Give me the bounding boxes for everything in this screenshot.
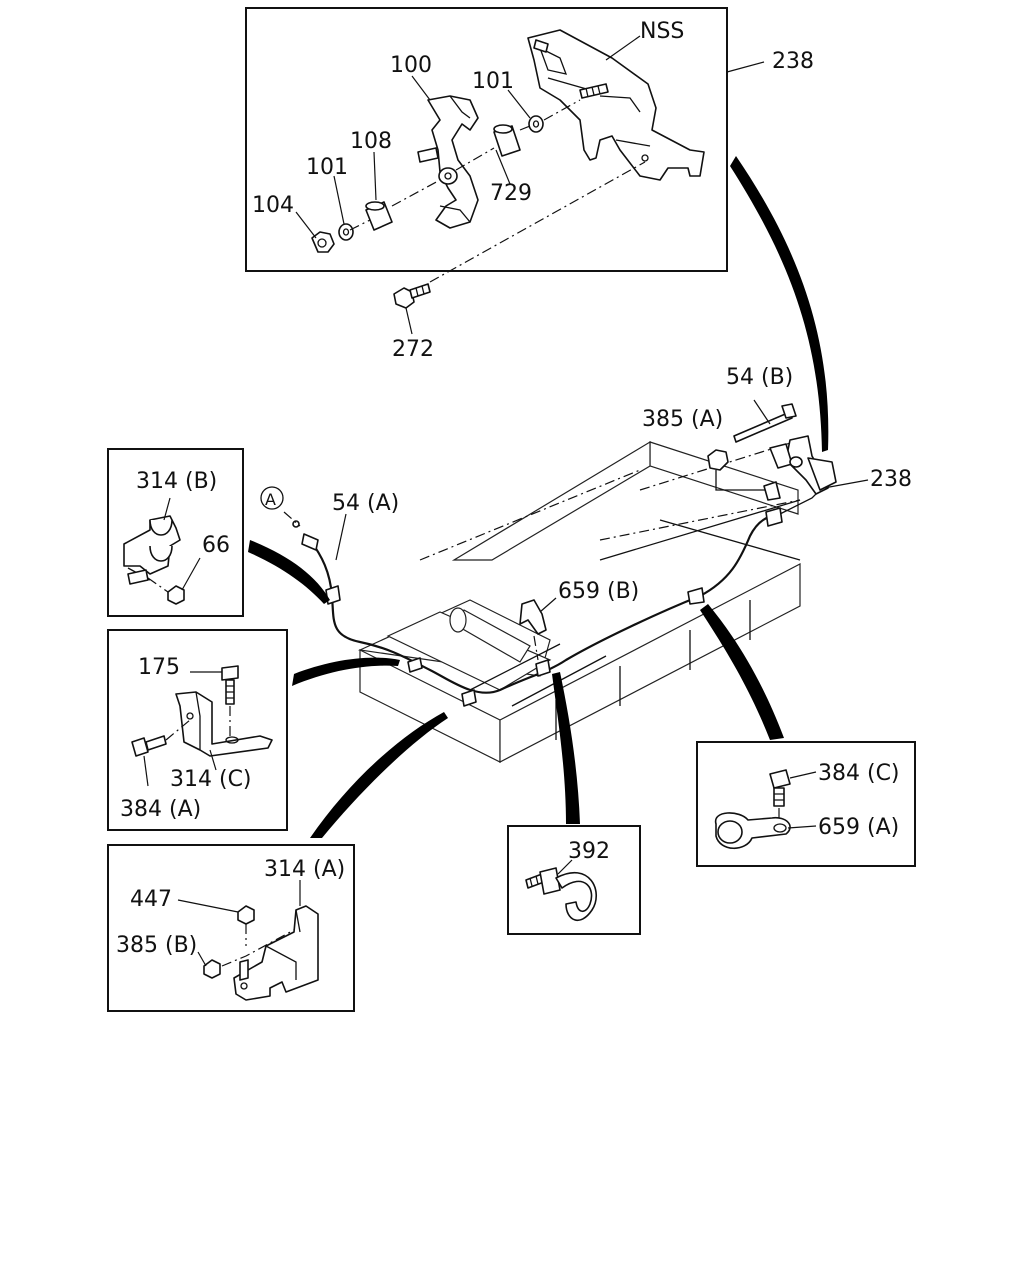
detail-box-392	[507, 825, 641, 935]
label-175: 175	[138, 655, 180, 680]
label-314a: 314 (A)	[264, 857, 345, 882]
label-272: 272	[392, 337, 434, 362]
callout-pointers	[248, 156, 829, 838]
label-66: 66	[202, 533, 230, 558]
brake-cable	[292, 483, 827, 707]
label-circle-a: A	[265, 490, 276, 509]
label-729: 729	[490, 181, 532, 206]
label-659a: 659 (A)	[818, 815, 899, 840]
label-314b: 314 (B)	[136, 469, 217, 494]
label-385b: 385 (B)	[116, 933, 197, 958]
label-54a: 54 (A)	[332, 491, 399, 516]
reference-circle-a	[260, 486, 284, 510]
chassis-frame	[357, 439, 801, 763]
label-314c: 314 (C)	[170, 767, 252, 792]
label-384a: 384 (A)	[120, 797, 201, 822]
detail-box-659a	[696, 741, 916, 867]
label-384c: 384 (C)	[818, 761, 900, 786]
label-101-lower: 101	[306, 155, 348, 180]
detail-box-314b	[107, 448, 244, 617]
label-104: 104	[252, 193, 294, 218]
label-54b: 54 (B)	[726, 365, 793, 390]
label-100: 100	[390, 53, 432, 78]
label-108: 108	[350, 129, 392, 154]
clip-659b	[519, 597, 557, 661]
detail-box-314c	[107, 629, 288, 831]
detail-box-314a	[107, 844, 355, 1012]
label-392: 392	[568, 839, 610, 864]
bolt-272	[393, 283, 431, 335]
lever-assembly-238	[707, 399, 869, 501]
label-385a: 385 (A)	[642, 407, 723, 432]
label-nss: NSS	[640, 19, 684, 44]
detail-box-lever-bracket	[245, 7, 728, 283]
label-238-top: 238	[772, 49, 814, 74]
label-447: 447	[130, 887, 172, 912]
part-labels: NSS 238 100 101 108 101 104 729 272 54 (…	[116, 19, 912, 958]
label-101-upper: 101	[472, 69, 514, 94]
label-238-right: 238	[870, 467, 912, 492]
label-659b: 659 (B)	[558, 579, 639, 604]
